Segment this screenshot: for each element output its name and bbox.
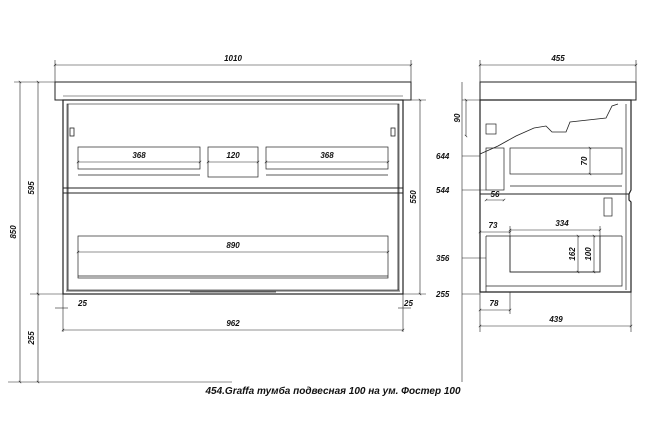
label-bottom-clearance: 255	[27, 331, 36, 346]
label-inner-middle: 120	[226, 151, 240, 160]
side-dimensions	[461, 60, 638, 382]
drawing-caption: 454.Graffa тумба подвесная 100 на ум. Фо…	[205, 386, 461, 397]
label-cabinet-height: 595	[27, 181, 36, 195]
label-left-offset: 25	[77, 299, 87, 308]
basin-top	[54, 81, 412, 101]
label-body-width: 962	[226, 319, 240, 328]
label-total-height: 850	[9, 225, 18, 239]
label-drawer-inner: 890	[226, 241, 240, 250]
label-right-offset: 25	[403, 299, 413, 308]
label-upper-offset: 56	[491, 190, 500, 199]
label-level-floor: 255	[435, 290, 450, 299]
front-dimensions	[8, 60, 426, 384]
label-inner-right: 368	[320, 151, 334, 160]
label-level-low: 356	[436, 254, 450, 263]
label-foot-offset: 78	[490, 299, 499, 308]
label-drawer-height-outer: 162	[568, 247, 577, 261]
front-dimension-labels: 1010 368 120 368 890 25 25 962 850 595 2…	[9, 54, 418, 346]
label-top-depth: 455	[550, 54, 565, 63]
siphon-cutout	[479, 103, 619, 155]
side-view	[479, 81, 637, 293]
label-drawer-depth: 334	[555, 219, 569, 228]
label-upper-inner-height: 70	[580, 156, 589, 165]
cabinet-body	[62, 99, 404, 295]
label-siphon-cut: 90	[453, 113, 462, 122]
side-dimension-labels: 455 90 644 544 356 255 70 56 73 334 162 …	[435, 54, 593, 324]
lower-drawer	[66, 235, 400, 293]
cabinet-profile	[479, 99, 632, 293]
label-body-depth: 439	[548, 315, 563, 324]
front-view	[54, 81, 412, 295]
basin-profile	[479, 81, 637, 101]
label-level-top: 644	[436, 152, 450, 161]
label-front-height: 550	[409, 190, 418, 204]
label-inner-left: 368	[132, 151, 146, 160]
upper-compartments	[77, 146, 389, 178]
label-drawer-offset: 73	[489, 221, 498, 230]
label-drawer-height-inner: 100	[584, 247, 593, 261]
label-level-mid: 544	[436, 186, 450, 195]
label-top-width: 1010	[224, 54, 242, 63]
